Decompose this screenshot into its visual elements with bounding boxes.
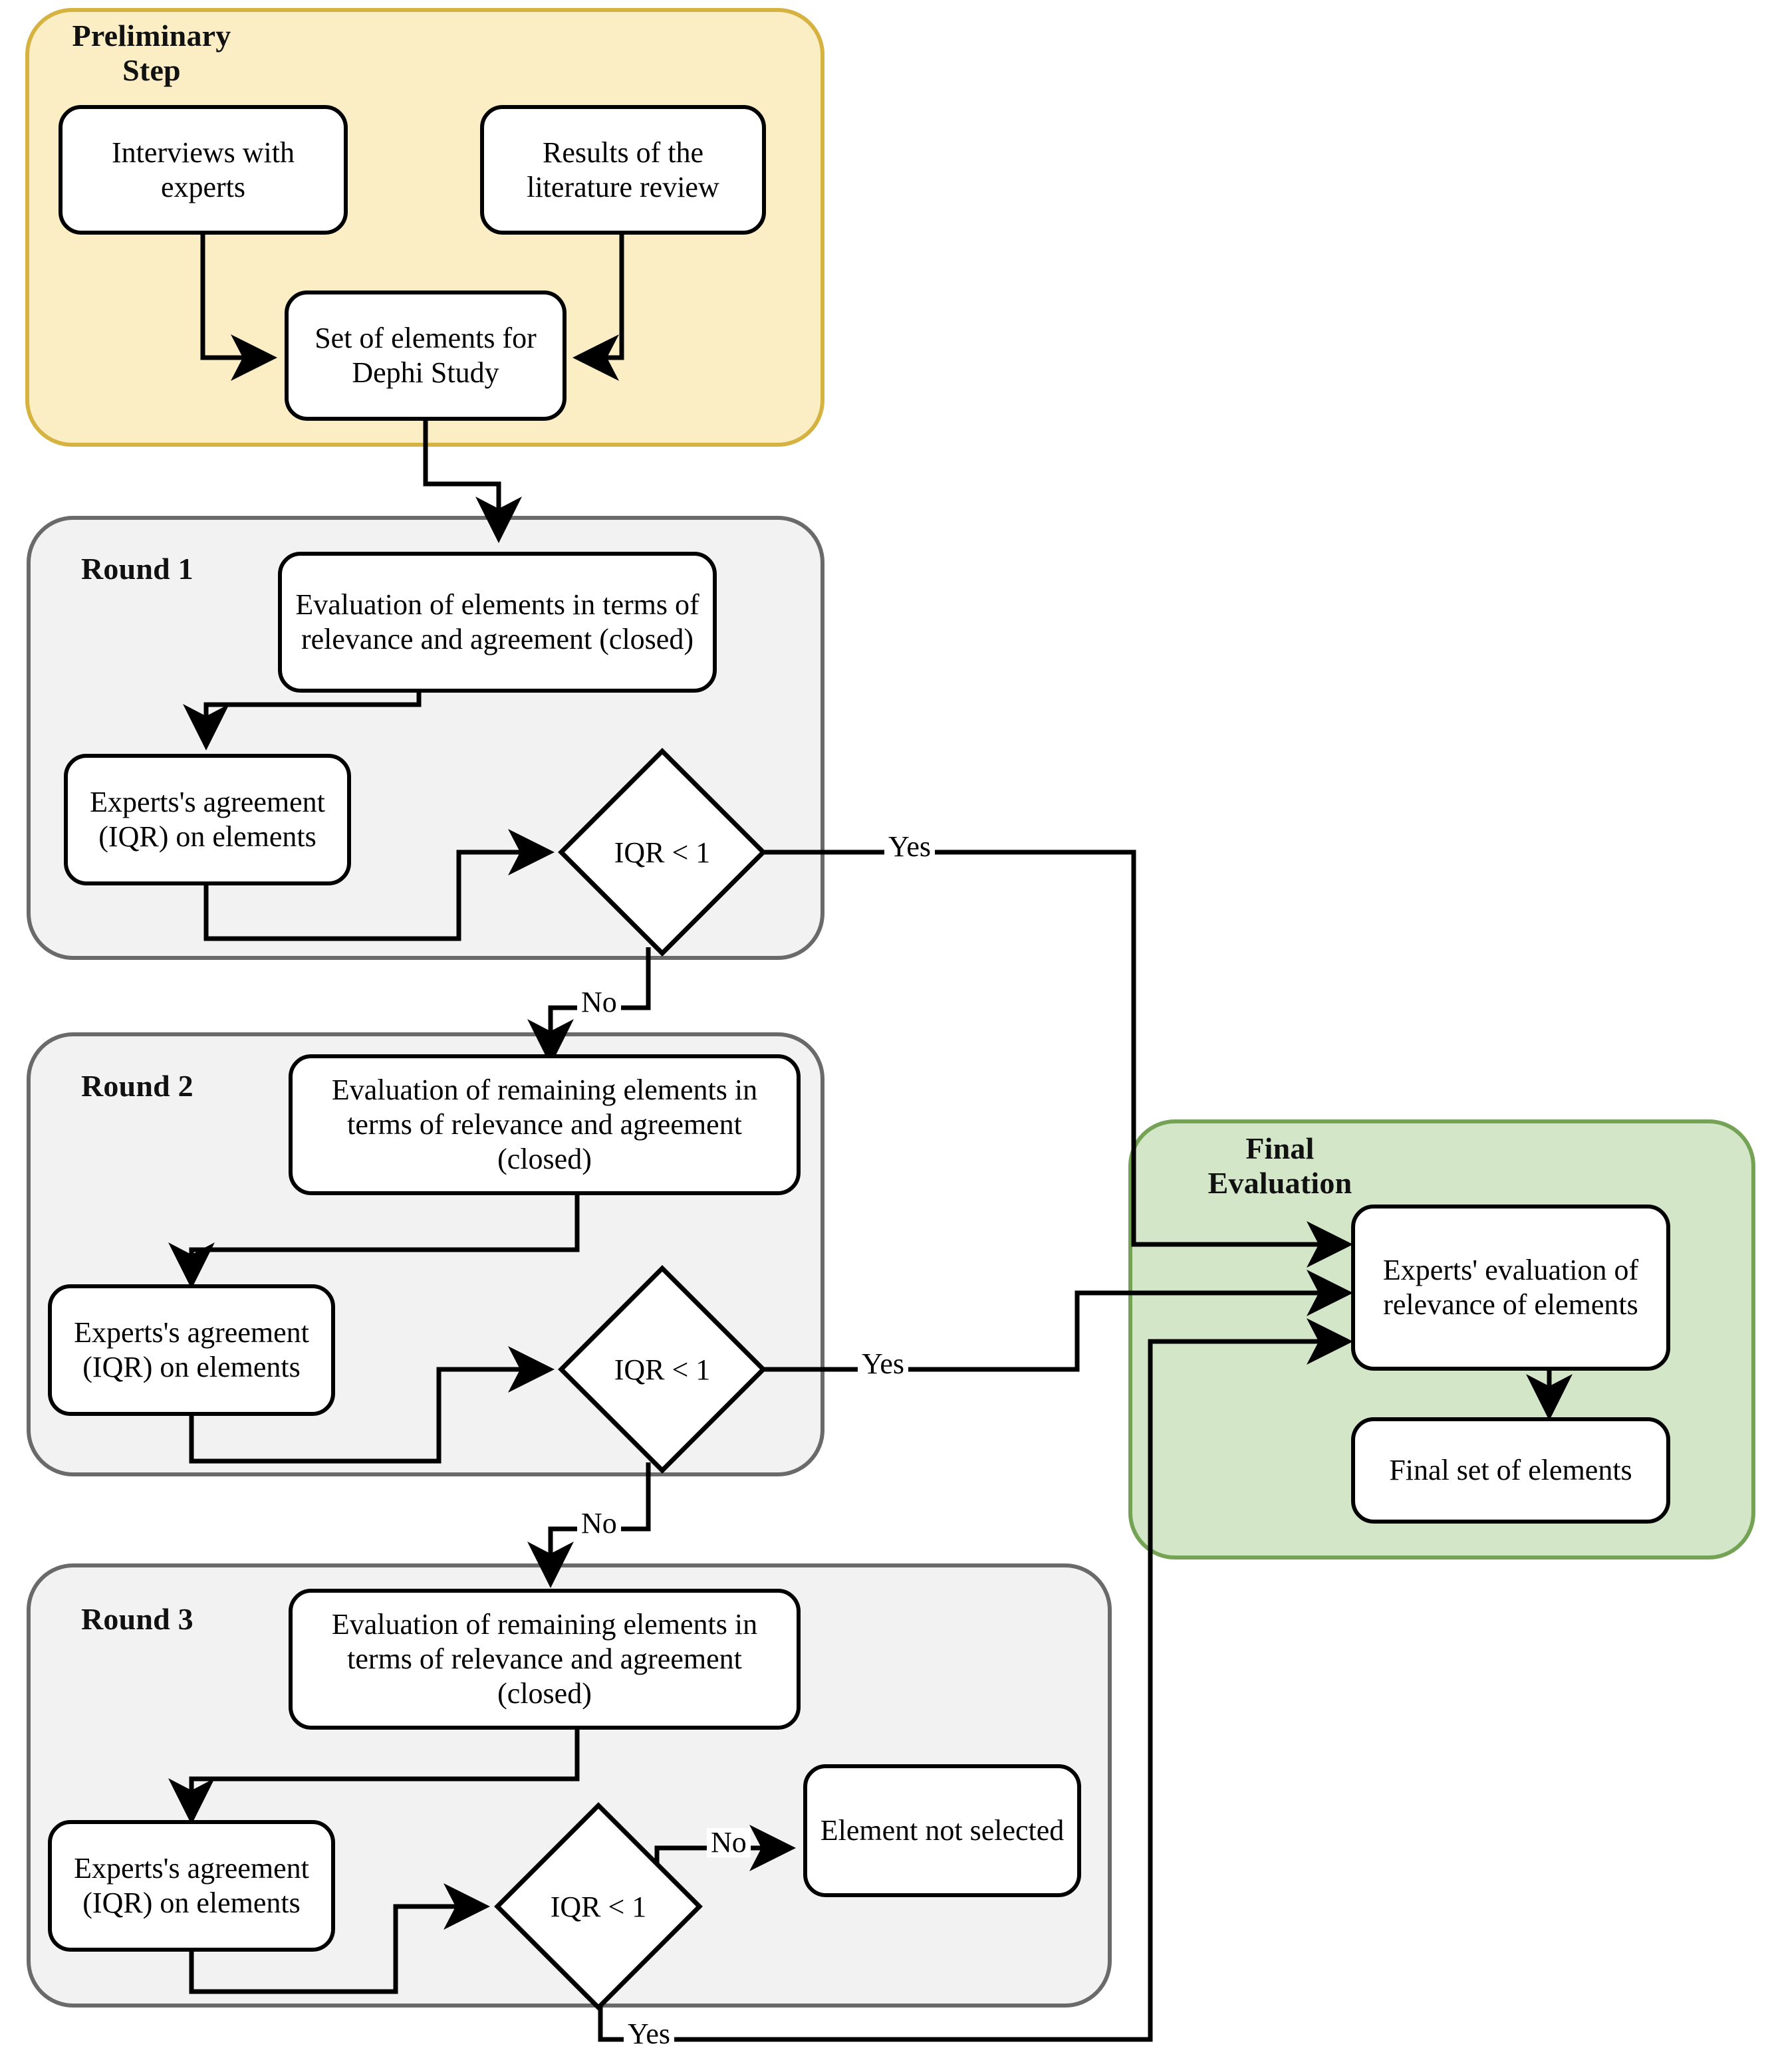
- edge-r3-yes: [598, 1318, 1353, 2042]
- round-2-title: Round 2: [81, 1069, 193, 1103]
- node-element-not-selected[interactable]: Element not selected: [803, 1764, 1081, 1897]
- node-results-of-literature-review[interactable]: Results of the literature review: [480, 105, 766, 235]
- round-3-decision-diamond: IQR < 1: [492, 1800, 705, 2013]
- node-round1-experts-agreement[interactable]: Experts's agreement (IQR) on elements: [64, 754, 351, 885]
- round-3-decision-label: IQR < 1: [550, 1890, 647, 1923]
- edge-interviews-to-set: [200, 234, 277, 381]
- node-final-set-of-elements[interactable]: Final set of elements: [1351, 1417, 1670, 1524]
- edge-r3-agreement-to-decision: [189, 1883, 490, 1994]
- round-3-no-label: No: [707, 1828, 751, 1857]
- node-interviews-with-experts[interactable]: Interviews with experts: [59, 105, 348, 235]
- edge-r3-eval-to-agreement: [168, 1728, 580, 1825]
- round-2-yes-label: Yes: [858, 1349, 909, 1379]
- round-1-yes-label: Yes: [884, 832, 936, 862]
- preliminary-step-title-line2: Step: [122, 53, 181, 87]
- final-evaluation-title: Final Evaluation: [1170, 1131, 1390, 1200]
- edge-r1-eval-to-agreement: [183, 691, 422, 750]
- node-set-of-elements-for-delphi-study[interactable]: Set of elements for Dephi Study: [285, 290, 567, 421]
- edge-literature-to-set: [572, 234, 624, 381]
- node-experts-evaluation-of-relevance[interactable]: Experts' evaluation of relevance of elem…: [1351, 1205, 1670, 1371]
- node-round1-evaluation[interactable]: Evaluation of elements in terms of relev…: [278, 552, 717, 693]
- final-evaluation-title-line2: Evaluation: [1207, 1165, 1352, 1200]
- preliminary-step-title: Preliminary Step: [52, 19, 251, 87]
- node-round2-experts-agreement[interactable]: Experts's agreement (IQR) on elements: [48, 1284, 335, 1416]
- node-round3-experts-agreement[interactable]: Experts's agreement (IQR) on elements: [48, 1820, 335, 1952]
- round-2-no-label: No: [577, 1509, 621, 1538]
- round-3-yes-label: Yes: [624, 2019, 675, 2049]
- node-round2-evaluation[interactable]: Evaluation of remaining elements in term…: [289, 1054, 801, 1195]
- round-1-decision-label: IQR < 1: [614, 836, 711, 869]
- preliminary-step-title-line1: Preliminary: [72, 19, 231, 53]
- edge-r2-agreement-to-decision: [189, 1346, 555, 1464]
- round-3-title: Round 3: [81, 1602, 193, 1636]
- round-2-decision-label: IQR < 1: [614, 1353, 711, 1386]
- round-1-no-label: No: [577, 988, 621, 1017]
- edge-set-to-round1: [423, 419, 522, 543]
- edge-r2-eval-to-agreement: [168, 1193, 580, 1289]
- round-2-decision-diamond: IQR < 1: [556, 1263, 769, 1476]
- edge-r1-yes: [746, 850, 1353, 1268]
- final-evaluation-title-line1: Final: [1245, 1131, 1315, 1165]
- edge-r2-yes: [746, 1270, 1353, 1372]
- node-round3-evaluation[interactable]: Evaluation of remaining elements in term…: [289, 1589, 801, 1730]
- round-1-decision-diamond: IQR < 1: [556, 746, 769, 959]
- edge-r1-agreement-to-decision: [203, 829, 555, 941]
- round-1-title: Round 1: [81, 552, 193, 586]
